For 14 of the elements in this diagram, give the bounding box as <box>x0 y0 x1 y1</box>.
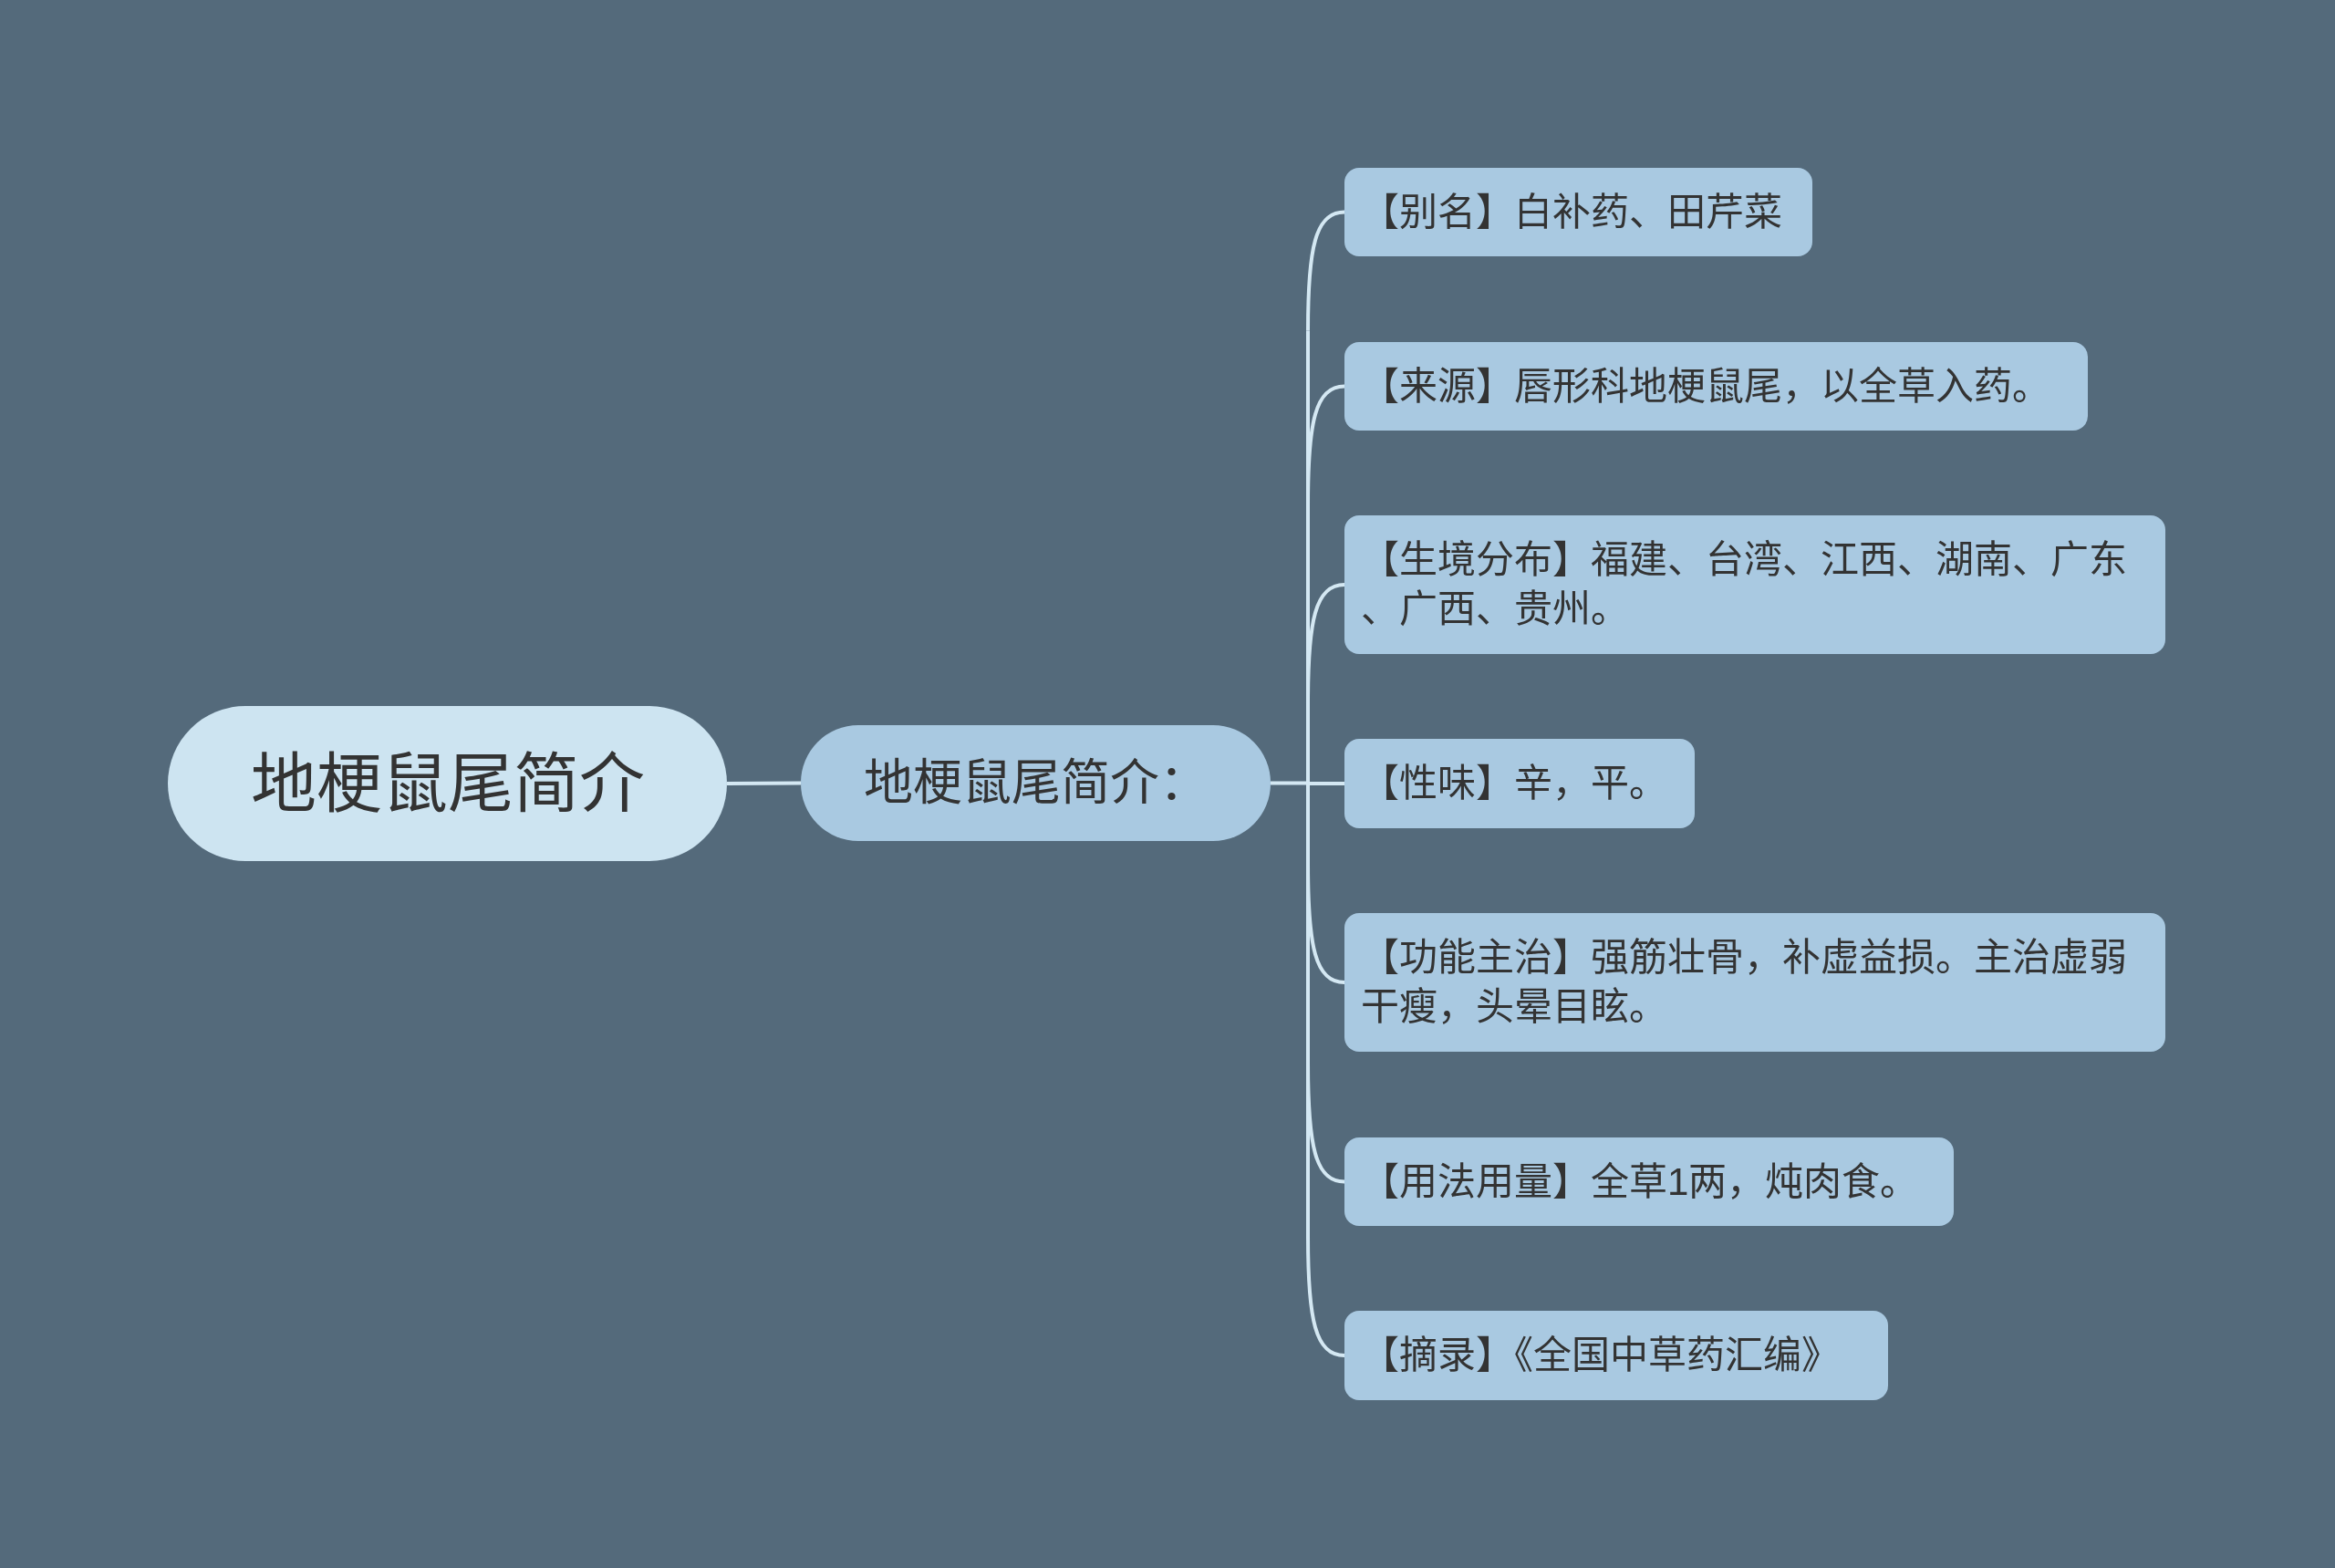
info-box: 【性味】辛，平。 <box>1344 739 1695 828</box>
connector-line <box>1269 328 1310 1239</box>
connector-line <box>727 781 801 785</box>
info-box: 【来源】唇形科地梗鼠尾，以全草入药。 <box>1344 342 2088 431</box>
subtopic-pill: 地梗鼠尾简介： <box>801 725 1271 841</box>
info-box: 【用法用量】全草1两，炖肉食。 <box>1344 1137 1954 1226</box>
central-topic-pill: 地梗鼠尾简介 <box>168 706 727 861</box>
connector-line <box>1306 1237 1345 1357</box>
info-box: 【别名】白补药、田芹菜 <box>1344 168 1812 256</box>
connector-line <box>1308 782 1344 785</box>
connector-line <box>1306 210 1345 331</box>
info-box: 【摘录】《全国中草药汇编》 <box>1344 1311 1888 1400</box>
info-box: 【功能主治】强筋壮骨，补虚益损。主治虚弱干瘦，头晕目眩。 <box>1344 913 2165 1052</box>
info-box: 【生境分布】福建、台湾、江西、湖南、广东、广西、贵州。 <box>1344 515 2165 654</box>
